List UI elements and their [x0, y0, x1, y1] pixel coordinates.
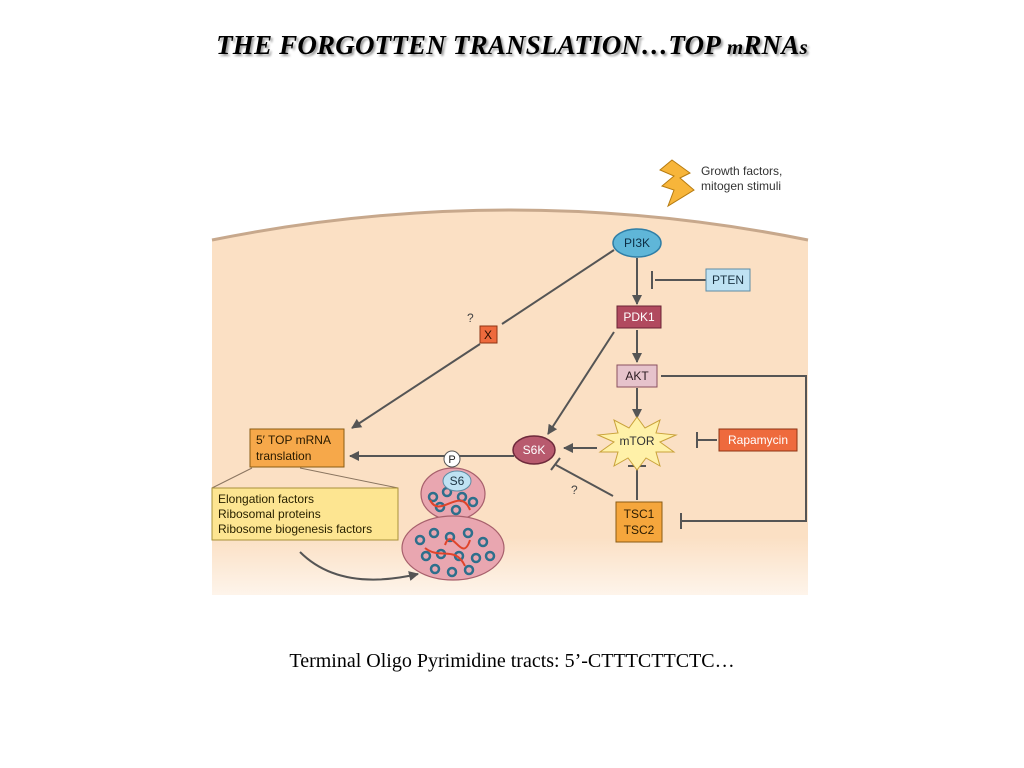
- pi3k-node: [612, 228, 662, 258]
- pathway-connectors: [211, 249, 807, 581]
- tsc2-label: TSC2: [624, 523, 655, 537]
- top-mrna-line1: 5′ TOP mRNA: [256, 433, 331, 447]
- tsc-node: [615, 501, 663, 543]
- product-ribosomal: Ribosomal proteins: [218, 507, 321, 521]
- title-main: THE FORGOTTEN TRANSLATION…TOP: [216, 30, 727, 60]
- line-pi3k-x: [501, 249, 615, 325]
- title-m: m: [726, 35, 744, 59]
- arrow-pdk1-s6k: [547, 331, 615, 435]
- pten-node: [705, 268, 751, 292]
- pten-label: PTEN: [712, 273, 744, 287]
- pdk1-node: [616, 305, 662, 329]
- mtor-label: mTOR: [619, 434, 654, 448]
- stimulus-line1: Growth factors,: [701, 164, 782, 178]
- mtor-node: [596, 416, 678, 471]
- top-mrna-line2: translation: [256, 449, 311, 463]
- stimulus-line2: mitogen stimuli: [701, 179, 781, 193]
- slide-caption: Terminal Oligo Pyrimidine tracts: 5’-CTT…: [289, 650, 735, 672]
- s6k-label: S6K: [523, 443, 546, 457]
- callout-line-left: [211, 467, 253, 489]
- akt-node: [616, 364, 658, 388]
- phosphate-node: [443, 450, 461, 468]
- pi3k-label: PI3K: [624, 236, 650, 250]
- product-biogenesis: Ribosome biogenesis factors: [218, 522, 372, 536]
- s6-label: S6: [450, 474, 465, 488]
- s6k-node: [512, 435, 556, 465]
- rapamycin-label: Rapamycin: [728, 433, 788, 447]
- akt-label: AKT: [625, 369, 649, 383]
- phosphate-label: P: [448, 454, 455, 466]
- title-rna: RNA: [743, 30, 800, 60]
- x-label: X: [484, 328, 492, 342]
- tsc1-label: TSC1: [624, 507, 655, 521]
- slide-title: THE FORGOTTEN TRANSLATION…TOP mRNAs: [0, 30, 1024, 61]
- arrow-x-top: [351, 343, 481, 429]
- x-node: [479, 325, 498, 344]
- inhibit-tsc-s6k-bar: [550, 457, 561, 471]
- rapamycin-node: [718, 428, 798, 452]
- arrow-products-ribosome: [299, 551, 419, 581]
- inhibit-tsc-s6k-line: [555, 464, 614, 497]
- top-mrna-node: [249, 428, 345, 468]
- x-question: ?: [467, 311, 474, 325]
- lightning-icon: [659, 159, 695, 208]
- inhibit-akt-tsc-line: [661, 375, 807, 522]
- product-elongation: Elongation factors: [218, 492, 314, 506]
- callout-line-right: [299, 467, 399, 489]
- products-box: [211, 487, 399, 541]
- s6-node: [442, 470, 472, 492]
- title-s: s: [799, 35, 808, 59]
- pdk1-label: PDK1: [623, 310, 655, 324]
- cell-membrane: [211, 208, 809, 242]
- s6k-question: ?: [571, 483, 578, 497]
